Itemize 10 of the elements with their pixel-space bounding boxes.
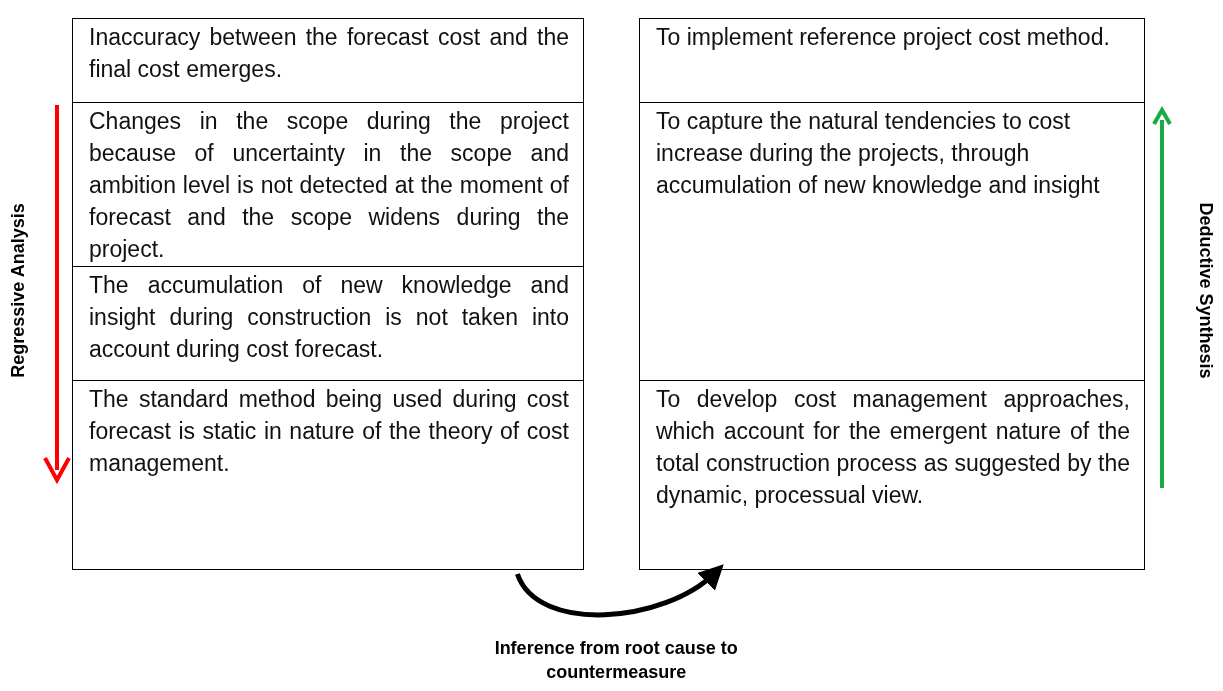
text-box: Changes in the scope during the project because of uncertainty in the scope and ambition level is not detected at the moment of forecast and the scope widens during the project. xyxy=(72,102,584,267)
axis-label: Deductive Synthesis xyxy=(1194,201,1216,379)
axis-label: Regressive Analysis xyxy=(7,202,29,378)
curved-arrow xyxy=(515,565,725,618)
text-box: The accumulation of new knowledge and insight during construction is not taken into account during cost forecast. xyxy=(72,266,584,381)
text-box: The standard method being used during cost forecast is static in nature of the theory of cost management. xyxy=(72,380,584,570)
text-box: Inaccuracy between the forecast cost and the final cost emerges. xyxy=(72,18,584,103)
text-box: To develop cost management approaches, which account for the emergent nature of the total construction process as suggested by the dynamic, processual view. xyxy=(639,380,1145,570)
text-box: To implement reference project cost method. xyxy=(639,18,1145,103)
text-box: To capture the natural tendencies to cost increase during the projects, through accumulation of new knowledge and insight xyxy=(639,102,1145,381)
